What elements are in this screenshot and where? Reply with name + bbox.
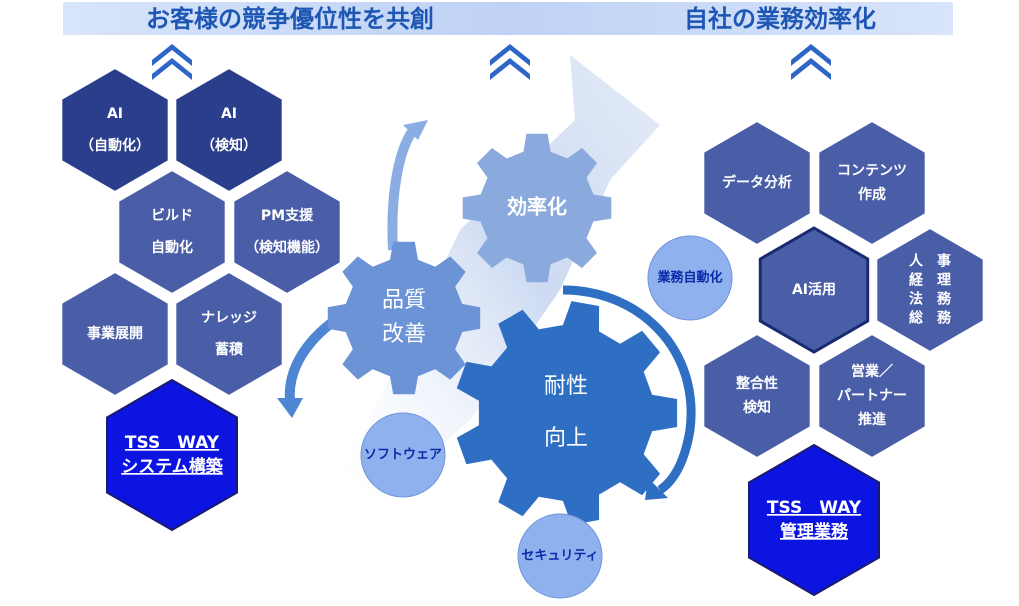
hex-ai-detection: AI （検知） [174,66,284,194]
hex-ai-automation-label-line-2: （自動化） [80,137,150,154]
hex-tss-way-management-label-line-1: TSS WAY [767,498,862,518]
upper-curved-arrowhead [403,120,428,140]
circle-business-automation: 業務自動化 [647,235,733,321]
circle-software: ソフトウェア [360,412,446,498]
left-curved-arrow [284,313,341,401]
gear-efficiency: 効率化 [462,133,612,283]
chevron-up-icon-center [490,44,530,80]
hex-sales-partner-label-line-2: パートナー [837,388,907,404]
hex-knowledge-shape [174,270,284,398]
gear-efficiency-shape [462,133,612,283]
upper-curved-arrow [387,124,419,251]
top-banner [63,2,953,35]
circle-security: セキュリティ [517,513,603,599]
hex-pm-support: PM支援 （検知機能） [232,168,342,296]
hex-hr-etc-label-line-1: 人 事 [909,253,951,270]
gear-durability-shape [456,301,678,525]
hex-ai-use-label-line-1: AI活用 [792,281,836,298]
hex-data-analysis: データ分析 [702,119,812,247]
hex-pm-support-shape [232,168,342,296]
hex-content-creation-label-line-2: 作成 [858,186,886,203]
hex-sales-partner-label-line-1: 営業／ [851,363,893,380]
hex-tss-way-management-shape [748,443,880,597]
right-banner-title: 自社の業務効率化 [684,5,876,33]
hex-consistency-shape [702,332,812,460]
circle-business-automation-label: 業務自動化 [656,270,722,286]
hex-tss-way-system-label-line-1: TSS WAY [125,433,220,453]
gear-efficiency-label-line-1: 効率化 [507,195,567,219]
hex-tss-way-system: TSS WAY システム構築 [106,378,238,532]
gear-durability-label-line-1: 耐性 [544,374,588,399]
gear-quality-label-line-1: 品質 [382,288,426,313]
hex-build-automation-shape [117,168,227,296]
hex-hr-etc-label-line-2: 経 理 [909,272,951,289]
hex-ai-detection-label-line-2: （検知） [201,137,257,154]
circle-security-label: セキュリティ [521,549,598,564]
gear-durability-label-line-2: 向上 [544,426,588,451]
hex-pm-support-label-line-2: （検知機能） [245,239,329,256]
circle-security-shape [517,513,603,599]
hex-content-creation-shape [817,119,927,247]
hex-pm-support-label-line-1: PM支援 [261,207,314,224]
hex-build-automation-label-line-1: ビルド [151,208,193,224]
hex-data-analysis-shape [702,119,812,247]
hex-tss-way-management-label-line-2: 管理業務 [780,521,849,542]
hex-data-analysis-label-line-1: データ分析 [722,174,792,191]
hex-ai-automation-shape [60,66,170,194]
hex-sales-partner-label-line-3: 推進 [858,411,886,428]
hex-hr-etc-label-line-3: 法 務 [909,291,952,308]
hex-knowledge-label-line-2: 蓄積 [215,341,244,358]
hex-ai-automation: AI （自動化） [60,66,170,194]
gear-quality-shape [327,241,481,395]
hex-ai-detection-shape [174,66,284,194]
left-banner-title: お客様の競争優位性を共創 [146,5,434,33]
circle-software-shape [360,412,446,498]
hex-content-creation-label-line-1: コンテンツ [837,163,907,179]
chevron-up-icon-right [791,44,831,80]
circle-software-label: ソフトウェア [364,448,442,463]
hex-consistency-label-line-1: 整合性 [735,375,778,392]
chevron-up-icon-left [152,44,192,80]
gear-quality-label-line-2: 改善 [382,322,426,347]
hex-ai-detection-label-line-1: AI [221,106,237,122]
hex-business-expansion-label-line-1: 事業展開 [87,325,143,342]
hex-ai-use: AI活用 [758,226,870,354]
hex-ai-use-shape [758,226,870,354]
hex-hr-etc-shape [875,226,985,354]
hex-knowledge-label-line-1: ナレッジ [201,310,257,326]
hex-business-expansion: 事業展開 [60,270,170,398]
hex-sales-partner-shape [817,332,927,460]
hex-tss-way-system-shape [106,378,238,532]
left-curved-arrowhead [277,398,303,418]
circle-business-automation-shape [647,235,733,321]
hex-tss-way-system-label-line-2: システム構築 [121,456,223,477]
hex-business-expansion-shape [60,270,170,398]
hex-consistency-label-line-2: 検知 [743,399,771,416]
hex-hr-etc: 人 事経 理法 務総 務 [875,226,985,354]
hex-tss-way-management: TSS WAY 管理業務 [748,443,880,597]
hex-ai-automation-label-line-1: AI [107,106,123,122]
right-curved-arrow [562,285,696,494]
hex-hr-etc-label-line-4: 総 務 [909,310,952,327]
hex-build-automation-label-line-2: 自動化 [151,239,193,256]
